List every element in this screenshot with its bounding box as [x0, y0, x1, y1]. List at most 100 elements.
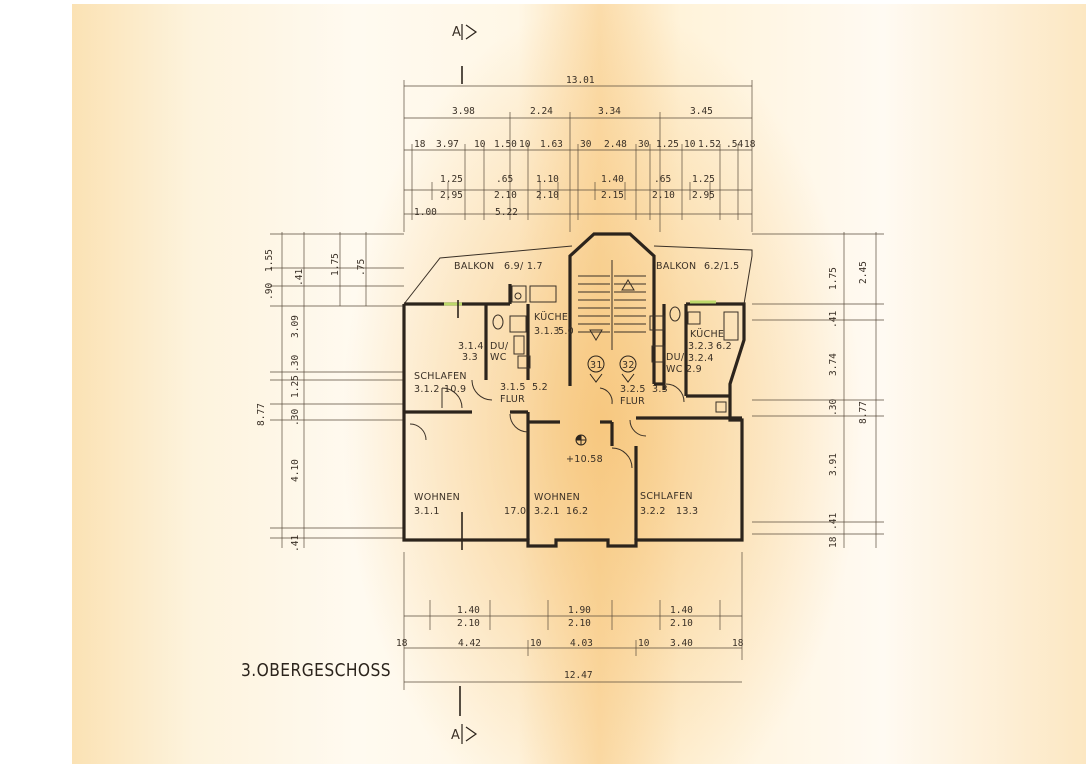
svg-text:.30: .30 — [290, 409, 301, 426]
fixtures — [492, 285, 739, 413]
svg-text:BALKON: BALKON — [454, 261, 494, 272]
svg-text:2.10: 2.10 — [494, 190, 517, 201]
svg-text:1.55: 1.55 — [264, 249, 275, 272]
svg-text:.41: .41 — [294, 269, 305, 286]
svg-text:3.3: 3.3 — [652, 384, 668, 395]
room-flur-315: 3.1.5 5.2 FLUR — [500, 382, 548, 405]
left-dimension-lines — [270, 232, 404, 548]
svg-text:SCHLAFEN: SCHLAFEN — [640, 491, 693, 502]
svg-text:8.77: 8.77 — [858, 401, 869, 424]
svg-text:.30: .30 — [290, 355, 301, 372]
svg-text:3.98: 3.98 — [452, 106, 475, 117]
svg-text:.65: .65 — [654, 174, 671, 185]
svg-text:3.09: 3.09 — [290, 315, 301, 338]
room-duwc-324: DU/ WC 2.9 — [666, 352, 702, 375]
elevation-marker: +10.58 — [566, 434, 603, 465]
svg-text:3.1.3: 3.1.3 — [534, 326, 560, 337]
paper-sheet — [72, 4, 1086, 764]
svg-text:18: 18 — [414, 139, 426, 150]
building-walls — [402, 232, 753, 548]
svg-text:5.22: 5.22 — [495, 207, 518, 218]
svg-text:A: A — [451, 728, 460, 743]
doors — [409, 379, 685, 469]
svg-text:10: 10 — [530, 638, 542, 649]
room-kueche-313: KÜCHE 3.1.3 5.0 — [534, 312, 574, 337]
svg-text:10: 10 — [684, 139, 696, 150]
svg-text:4.10: 4.10 — [290, 459, 301, 482]
room-schlafen-322: SCHLAFEN 3.2.2 13.3 — [640, 491, 698, 517]
svg-text:.30: .30 — [828, 399, 839, 416]
svg-text:6.9/ 1.7: 6.9/ 1.7 — [504, 261, 543, 272]
svg-text:2.9: 2.9 — [686, 364, 702, 375]
svg-text:3.2.5: 3.2.5 — [620, 384, 646, 395]
svg-text:2.10: 2.10 — [457, 618, 480, 629]
room-flur-325: 3.2.5 3.3 FLUR — [620, 384, 668, 407]
svg-text:6.2/1.5: 6.2/1.5 — [704, 261, 740, 272]
svg-text:18: 18 — [828, 536, 839, 548]
svg-text:4.03: 4.03 — [570, 638, 593, 649]
unit-marker-31: 31 — [587, 355, 605, 383]
svg-text:.90: .90 — [264, 283, 275, 300]
svg-text:16.2: 16.2 — [566, 506, 588, 517]
svg-text:1.90: 1.90 — [568, 605, 591, 616]
svg-text:31: 31 — [590, 360, 603, 371]
section-mark-top: A — [452, 24, 478, 84]
section-mark-bottom: A — [451, 686, 478, 744]
balcony-left: BALKON 6.9/ 1.7 — [454, 261, 543, 272]
svg-text:.75: .75 — [356, 259, 367, 276]
svg-text:3.40: 3.40 — [670, 638, 693, 649]
svg-text:3.2.2: 3.2.2 — [640, 506, 666, 517]
svg-text:DU/: DU/ — [666, 352, 685, 363]
svg-text:3.97: 3.97 — [436, 139, 459, 150]
svg-text:2.15: 2.15 — [601, 190, 624, 201]
room-wohnen-321: WOHNEN 3.2.1 16.2 — [534, 492, 588, 517]
svg-text:12.47: 12.47 — [564, 670, 593, 681]
floor-title: 3.OBERGESCHOSS — [241, 660, 392, 681]
top-dimension-labels: 13.01 3.98 2.24 3.34 3.45 18 3.97 10 1.5… — [414, 75, 756, 218]
svg-text:17.0: 17.0 — [504, 506, 526, 517]
svg-text:2.10: 2.10 — [652, 190, 675, 201]
svg-text:18: 18 — [744, 139, 756, 150]
room-kueche-323: KÜCHE 3.2.3 6.2 3.2.4 — [688, 329, 732, 364]
window-markers — [444, 300, 716, 306]
svg-text:A: A — [452, 25, 461, 40]
svg-text:+10.58: +10.58 — [566, 454, 603, 465]
svg-text:1.25: 1.25 — [692, 174, 715, 185]
svg-text:3.3: 3.3 — [462, 352, 478, 363]
svg-text:13.3: 13.3 — [676, 506, 698, 517]
svg-text:3.1.2: 3.1.2 — [414, 384, 440, 395]
balcony-right: BALKON 6.2/1.5 — [656, 261, 740, 272]
svg-text:1.40: 1.40 — [457, 605, 480, 616]
svg-text:WOHNEN: WOHNEN — [414, 492, 460, 503]
svg-text:3.2.4: 3.2.4 — [688, 353, 714, 364]
svg-text:3.91: 3.91 — [828, 453, 839, 476]
svg-text:FLUR: FLUR — [620, 396, 645, 407]
bottom-dimension-lines — [403, 552, 743, 690]
svg-text:1.25: 1.25 — [656, 139, 679, 150]
right-dimension-lines — [752, 232, 884, 548]
svg-text:2.48: 2.48 — [604, 139, 627, 150]
svg-text:30: 30 — [580, 139, 592, 150]
svg-text:.54: .54 — [726, 139, 743, 150]
svg-text:1.52: 1.52 — [698, 139, 721, 150]
svg-text:30: 30 — [638, 139, 650, 150]
svg-text:BALKON: BALKON — [656, 261, 696, 272]
svg-text:DU/: DU/ — [490, 341, 509, 352]
svg-text:10: 10 — [474, 139, 486, 150]
svg-text:2.95: 2.95 — [692, 190, 715, 201]
svg-text:3.34: 3.34 — [598, 106, 621, 117]
svg-text:18: 18 — [732, 638, 744, 649]
svg-text:3.1.4: 3.1.4 — [458, 341, 484, 352]
staircase — [578, 260, 646, 350]
svg-text:2.10: 2.10 — [568, 618, 591, 629]
svg-text:2.24: 2.24 — [530, 106, 553, 117]
svg-text:2.10: 2.10 — [670, 618, 693, 629]
right-dimension-labels: 2.45 1.75 .41 3.74 .30 3.91 .41 18 8.77 — [828, 261, 869, 548]
left-dimension-labels: 1.55 .90 3.09 .30 1.25 .30 4.10 .41 8.77… — [256, 249, 367, 552]
room-wohnen-311: WOHNEN 3.1.1 17.0 — [414, 492, 526, 517]
svg-text:.65: .65 — [496, 174, 513, 185]
room-duwc-314: 3.1.4 3.3 DU/ WC — [458, 341, 509, 363]
svg-text:3.1.5: 3.1.5 — [500, 382, 526, 393]
top-dimension-lines — [403, 80, 753, 232]
